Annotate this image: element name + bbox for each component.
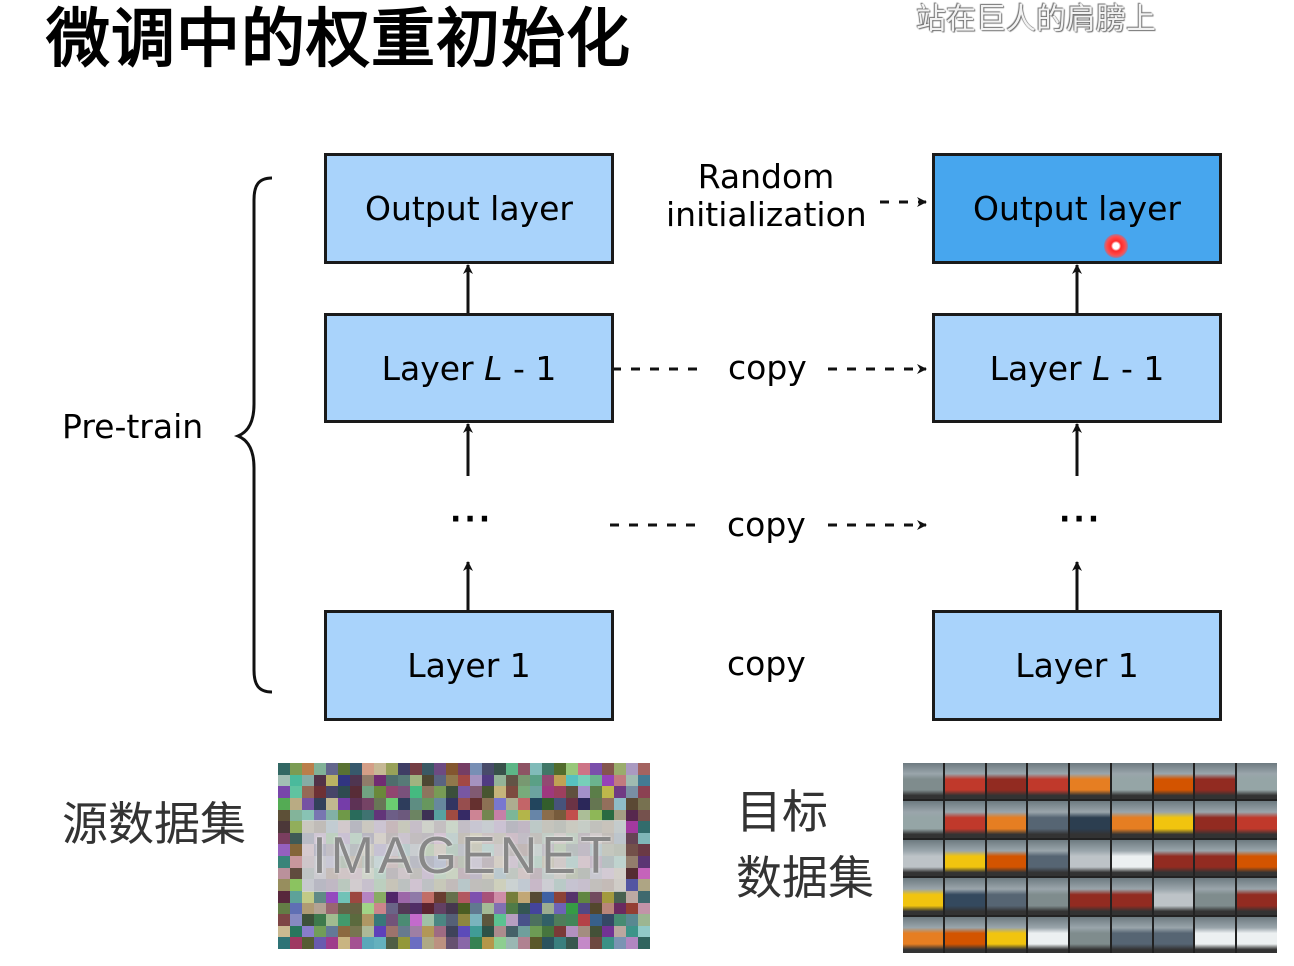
random-init-label: Random initialization [666,157,867,234]
right-ellipsis: ··· [1059,502,1103,537]
right-output-layer-label: Output layer [973,189,1181,228]
pretrain-label: Pre-train [62,407,204,446]
slide-title: 微调中的权重初始化 [46,3,631,77]
left-layer-1-box: Layer 1 [324,610,614,721]
random-init-line-1: Random [697,157,835,196]
right-layer-l-minus-1-box: Layer L - 1 [932,313,1222,423]
left-ellipsis: ··· [450,502,494,537]
right-layer-1-box: Layer 1 [932,610,1222,721]
copy-label-top: copy [728,348,807,387]
left-layer-1-label: Layer 1 [407,646,531,685]
target-dataset-label-line-2: 数据集 [736,851,874,905]
watermark-text: 站在巨人的肩膀上 [916,2,1156,37]
laser-pointer-dot [1104,234,1128,258]
imagenet-logo-text: IMAGENET [302,820,626,892]
right-layer-l-minus-1-label: Layer L - 1 [989,348,1165,388]
left-output-layer-label: Output layer [365,189,573,228]
source-dataset-label: 源数据集 [62,797,246,851]
right-output-layer-box: Output layer [932,153,1222,264]
copy-label-middle: copy [727,505,806,544]
imagenet-image: IMAGENET [278,763,650,949]
copy-label-bottom: copy [727,644,806,683]
left-output-layer-box: Output layer [324,153,614,264]
right-layer-1-label: Layer 1 [1015,646,1139,685]
left-layer-l-minus-1-label: Layer L - 1 [381,348,557,388]
pretrain-brace [233,176,273,694]
target-dataset-label-line-1: 目标 [736,785,828,839]
car-dataset-image [903,763,1277,953]
random-init-line-2: initialization [666,195,867,234]
left-layer-l-minus-1-box: Layer L - 1 [324,313,614,423]
